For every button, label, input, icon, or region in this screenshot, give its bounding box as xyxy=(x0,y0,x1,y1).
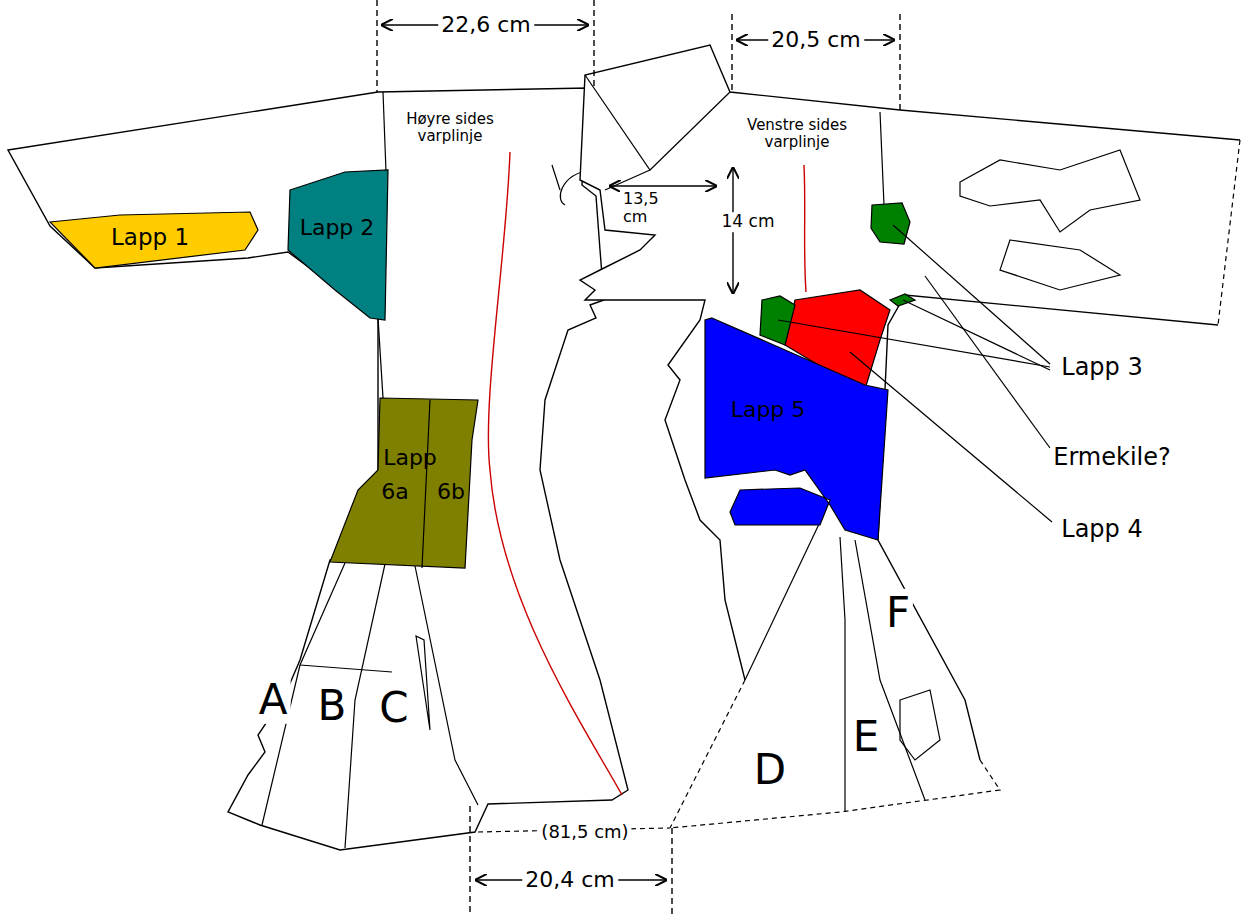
callout-label: Ermekile? xyxy=(1050,444,1174,472)
dimension-label: 20,4 cm xyxy=(522,867,618,892)
patch-fill xyxy=(50,212,258,268)
drawing-stroke xyxy=(745,522,820,680)
patch-lapp-5: Lapp 5 xyxy=(703,316,890,542)
patch-fill xyxy=(288,170,388,320)
panel-letter: B xyxy=(315,682,350,730)
drawing-stroke xyxy=(585,75,730,170)
patch-shape xyxy=(703,316,890,542)
drawing-stroke xyxy=(900,690,940,760)
dimension-label: 13,5 cm xyxy=(620,190,684,227)
drawing-stroke xyxy=(903,300,1050,370)
garment-outline xyxy=(580,45,1240,828)
drawing-stroke xyxy=(732,14,900,110)
patch-fill xyxy=(705,318,888,540)
drawing-stroke xyxy=(840,537,845,812)
warp-line-label: Høyre sides varplinje xyxy=(392,111,508,146)
drawing-stroke xyxy=(880,112,884,205)
panel-letter: E xyxy=(850,713,883,761)
patch-label: Lapp 5 xyxy=(731,398,806,422)
panel-letter: D xyxy=(751,746,789,794)
warp-line-label: Venstre sides varplinje xyxy=(729,117,865,152)
drawing-stroke xyxy=(378,318,383,398)
drawing-stroke xyxy=(960,150,1140,232)
patch-divider xyxy=(422,400,430,568)
panel-letter: A xyxy=(256,676,291,724)
dimension-label: 22,6 cm xyxy=(438,12,534,37)
drawing-stroke xyxy=(377,0,594,92)
callout-label: Lapp 3 xyxy=(1058,354,1145,382)
garment-outline xyxy=(580,45,1240,680)
drawing-stroke xyxy=(415,566,478,805)
drawing-stroke xyxy=(605,170,650,190)
drawing-stroke xyxy=(1000,240,1120,290)
patch-lapp-3 xyxy=(871,203,910,244)
patch-shape xyxy=(283,168,390,322)
panel-letter: F xyxy=(883,589,913,637)
patch-label: Lapp 2 xyxy=(300,216,375,240)
warp-line xyxy=(488,152,622,795)
panel-letter: C xyxy=(376,684,411,732)
patch-label: 6b xyxy=(437,480,465,504)
drawing-stroke xyxy=(470,806,672,916)
garment-outline xyxy=(878,295,1218,760)
patch-lapp-3 xyxy=(760,296,795,345)
patch-label: Lapp xyxy=(383,446,437,470)
patch-label: 6a xyxy=(381,480,408,504)
missing-edge xyxy=(478,140,1240,832)
dimension-label: 20,5 cm xyxy=(768,27,864,52)
dimension-label: 14 cm xyxy=(719,212,778,232)
drawing-stroke xyxy=(925,276,1050,448)
patch-lapp-6: Lapp 6a 6b xyxy=(328,396,480,570)
drawing-stroke xyxy=(893,225,1050,364)
drawing-stroke xyxy=(300,665,392,672)
drawing-stroke xyxy=(383,92,386,172)
drawing-stroke xyxy=(416,636,430,730)
drawing-stroke xyxy=(778,320,1050,367)
patch-lapp-2: Lapp 2 xyxy=(283,168,390,322)
patch-fill xyxy=(330,398,478,568)
dimension-label: (81,5 cm) xyxy=(538,822,631,843)
patch-label: Lapp 1 xyxy=(111,225,189,250)
callout-label: Lapp 4 xyxy=(1058,516,1145,544)
patch-lapp-1: Lapp 1 xyxy=(46,208,262,272)
warp-line xyxy=(804,165,806,292)
seam-lines xyxy=(262,92,590,848)
garment-outline xyxy=(8,88,628,850)
drawing-stroke xyxy=(610,185,716,186)
